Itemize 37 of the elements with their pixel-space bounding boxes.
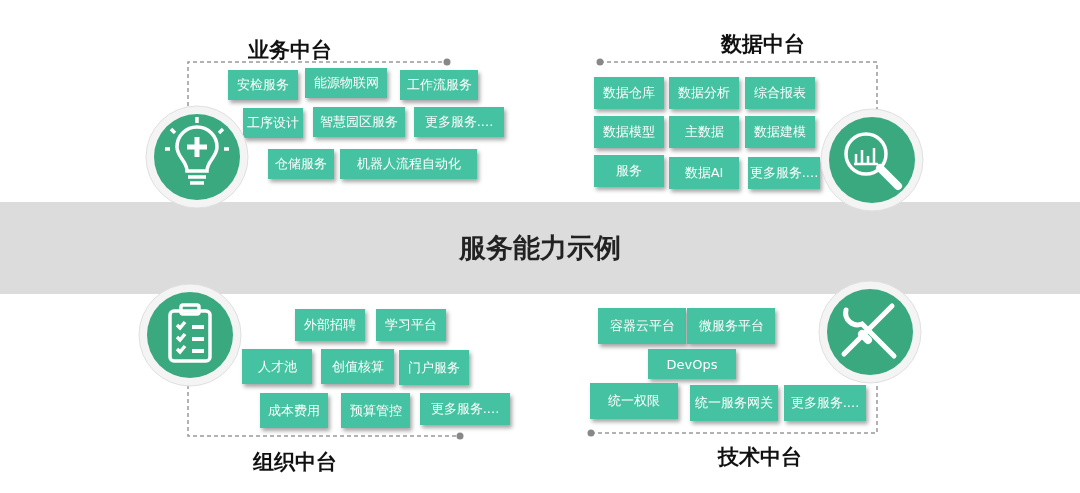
service-tile: 更多服务....: [420, 393, 510, 425]
service-tile: 数据模型: [594, 116, 664, 148]
service-tile: 智慧园区服务: [313, 107, 405, 137]
service-tile: 安检服务: [228, 70, 298, 100]
service-tile: 更多服务....: [748, 157, 820, 189]
service-tile: 预算管控: [341, 393, 410, 428]
service-tile: 微服务平台: [687, 308, 775, 344]
service-tile: 统一权限: [590, 383, 678, 419]
group-heading: 组织中台: [253, 449, 337, 476]
service-tile: 更多服务....: [414, 107, 504, 137]
service-tile: 成本费用: [260, 393, 328, 428]
service-tile: 能源物联网: [305, 68, 387, 98]
service-tile: 主数据: [669, 116, 739, 148]
service-tile: 服务: [594, 155, 664, 187]
service-tile: 数据仓库: [594, 77, 664, 109]
service-tile: 仓储服务: [268, 149, 334, 179]
banner-title: 服务能力示例: [459, 231, 621, 265]
service-tile: 数据AI: [669, 157, 739, 189]
group-heading: 业务中台: [248, 37, 332, 64]
service-tile: 数据分析: [669, 77, 739, 109]
service-tile: 统一服务网关: [690, 385, 778, 421]
service-tile: 机器人流程自动化: [340, 149, 477, 179]
service-tile: 工序设计: [243, 108, 303, 138]
service-tile: 创值核算: [321, 349, 394, 384]
service-tile: DevOps: [648, 349, 736, 379]
service-tile: 数据建模: [745, 116, 815, 148]
service-tile: 人才池: [242, 349, 312, 384]
service-tile: 综合报表: [745, 77, 815, 109]
service-tile: 容器云平台: [598, 308, 686, 344]
service-tile: 外部招聘: [295, 309, 365, 341]
service-tile: 更多服务....: [784, 385, 866, 421]
group-heading: 数据中台: [721, 31, 805, 58]
service-tile: 工作流服务: [400, 70, 478, 100]
group-heading: 技术中台: [718, 444, 802, 471]
service-tile: 门户服务: [399, 350, 469, 385]
service-tile: 学习平台: [376, 309, 446, 341]
banner-band: [0, 202, 1080, 294]
